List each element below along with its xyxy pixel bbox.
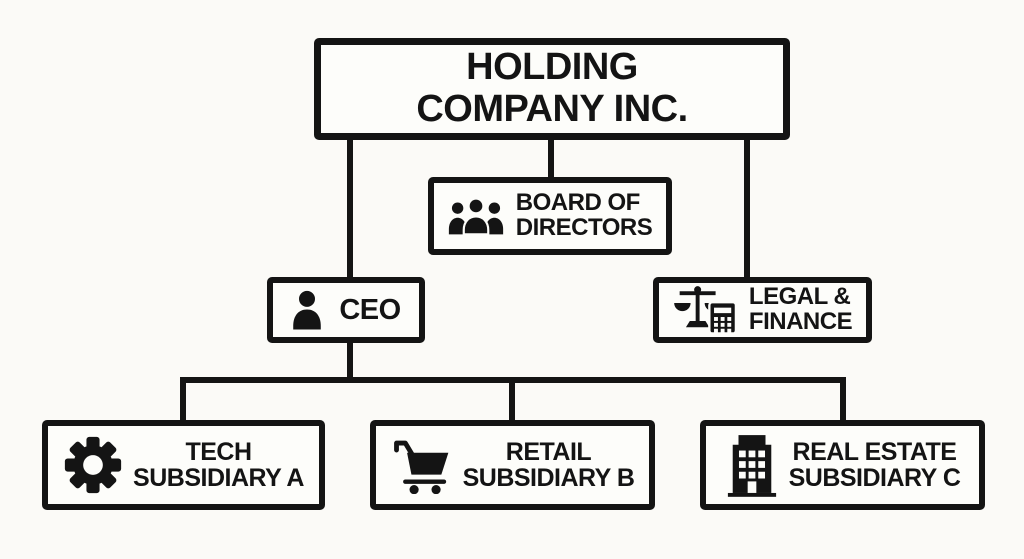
connector-ceo-to-bus [347, 338, 353, 382]
node-board-of-directors: BOARD OF DIRECTORS [428, 177, 672, 255]
connector-holding-to-board [548, 135, 554, 182]
board-label-line1: BOARD OF [515, 189, 641, 217]
node-tech-subsidiary-a: TECH SUBSIDIARY A [42, 420, 325, 510]
retail-label-line1: RETAIL [505, 438, 592, 466]
legal-label-line2: FINANCE [748, 308, 853, 335]
building-icon [725, 433, 779, 497]
connector-bus-to-tech [180, 377, 186, 425]
scales-and-calculator-icon [673, 285, 741, 335]
connector-holding-to-ceo [347, 135, 353, 282]
node-real-estate-subsidiary-c: REAL ESTATE SUBSIDIARY C [700, 420, 985, 510]
connector-bus-to-realestate [840, 377, 846, 425]
gear-icon [63, 435, 123, 495]
shopping-cart-icon [391, 436, 453, 494]
connector-bus-to-retail [509, 377, 515, 425]
holding-label-line1: HOLDING [466, 46, 638, 89]
retail-label-line2: SUBSIDIARY B [462, 464, 635, 492]
legal-label-line1: LEGAL & [748, 283, 851, 311]
ceo-label: CEO [339, 293, 401, 326]
connector-holding-to-legal [744, 135, 750, 282]
node-holding-company: HOLDING COMPANY INC. [314, 38, 790, 140]
tech-label-line1: TECH [185, 438, 252, 466]
node-retail-subsidiary-b: RETAIL SUBSIDIARY B [370, 420, 655, 510]
node-ceo: CEO [267, 277, 425, 343]
realestate-label-line2: SUBSIDIARY C [788, 464, 961, 492]
tech-label-line2: SUBSIDIARY A [133, 464, 304, 492]
node-legal-finance: LEGAL & FINANCE [653, 277, 872, 343]
board-label-line2: DIRECTORS [515, 214, 653, 241]
realestate-label-line1: REAL ESTATE [792, 438, 957, 466]
person-icon [291, 290, 323, 330]
holding-label-line2: COMPANY INC. [416, 88, 688, 130]
people-group-icon [448, 196, 504, 236]
